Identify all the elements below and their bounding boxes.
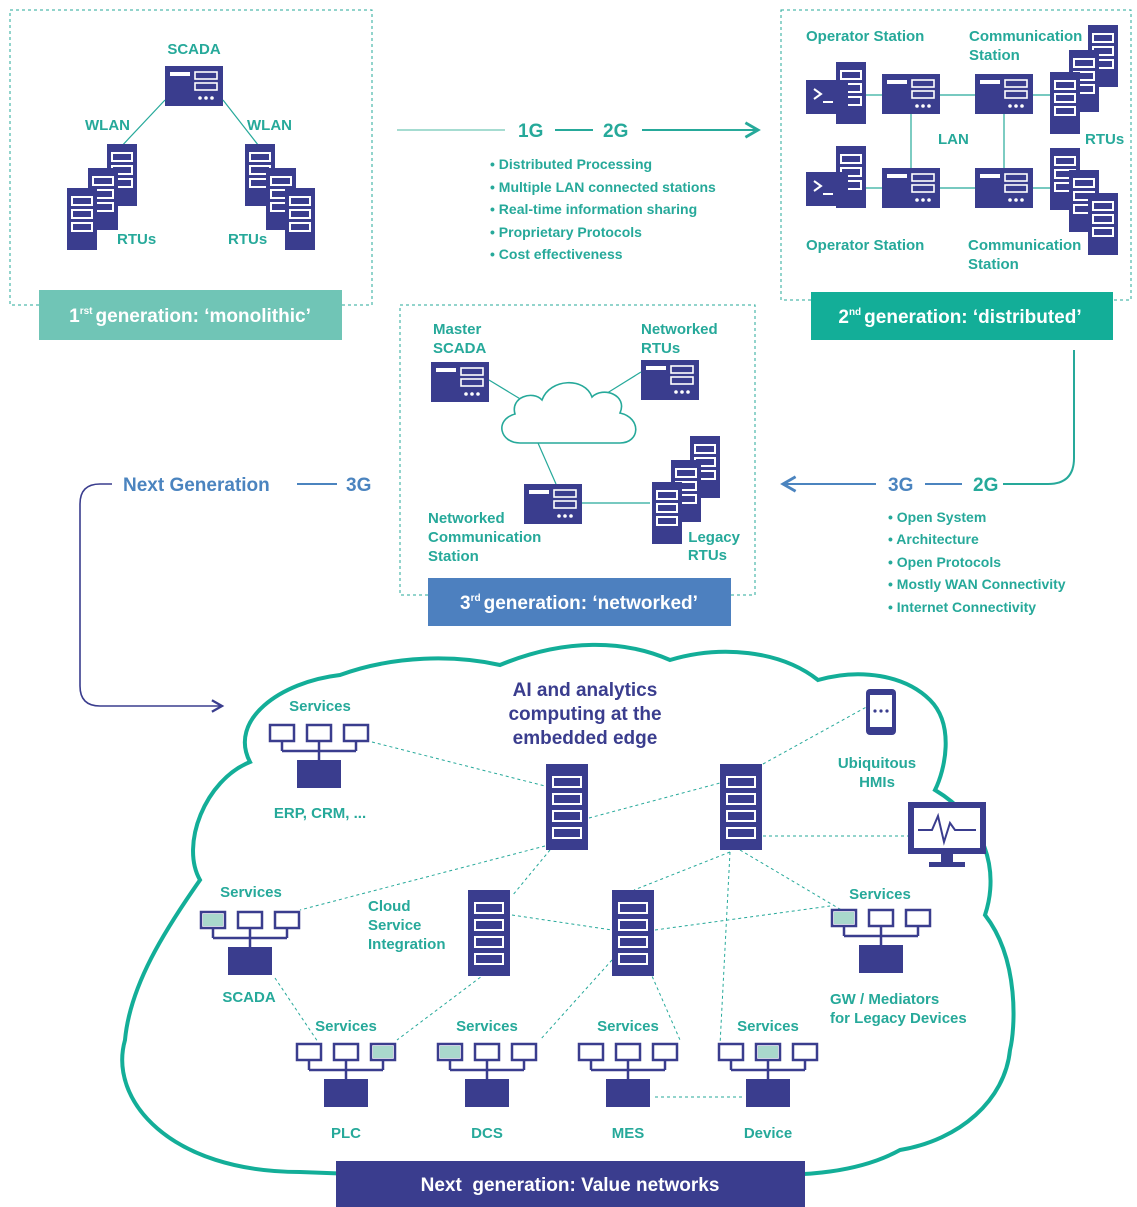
gen1-wlan-left: WLAN [85,117,130,134]
device-label: Device [744,1125,792,1142]
bullet-2g3g-5: • Internet Connectivity [888,599,1036,615]
gen2-operator-bottom-terminal-icon [805,171,849,207]
gen1-rtus-right: RTUs [228,231,267,248]
next-generation-label: Next Generation [123,475,270,496]
monitor-heartbeat-icon [908,802,986,867]
transition-2g-3g: 2G 3G • Open System • Architecture • Ope… [780,350,1075,615]
bullet-1g2g-3: • Real-time information sharing [490,201,697,217]
gen3-net-comm-icon [523,483,583,525]
gen1-scada-label: SCADA [167,41,221,58]
gen3-master-scada-icon [430,361,490,403]
next-generation-arrow: Next Generation 3G [79,475,371,713]
transition-2g-label: 2G [603,121,628,142]
svc-device-label: Services [737,1018,799,1035]
edge-server-1-icon [545,763,589,851]
edge-server-4-icon [611,889,655,977]
edge-server-3-icon [467,889,511,977]
bullet-2g3g-2: • Architecture [888,531,979,547]
svc-dcs-label: Services [456,1018,518,1035]
gen1-rtus-left: RTUs [117,231,156,248]
gen2-rack-top-left-icon [881,73,941,115]
next-gen-band-title: Next generation: Value networks [421,1175,720,1196]
gen2-operator-top-terminal-icon [805,79,849,115]
transition-2g-label-b: 2G [973,475,998,496]
edge-server-2-icon [719,763,763,851]
svc-plc-label: Services [315,1018,377,1035]
svc-erp-label: Services [289,698,351,715]
gen3-cloud-icon [501,381,637,444]
gen2-operator-top: Operator Station [806,28,924,45]
svc-mes-label: Services [597,1018,659,1035]
gen2-lan: LAN [938,131,969,148]
next-generation-3g: 3G [346,475,371,496]
bullet-2g3g-4: • Mostly WAN Connectivity [888,576,1066,592]
gen3-net-rtus-icon [640,359,700,401]
scada-node-label: SCADA [222,989,276,1006]
bullet-1g2g-5: • Cost effectiveness [490,246,623,262]
gen2-rack-bottom-right-icon [974,167,1034,209]
gen1-scada-server-icon [164,65,224,107]
bullet-1g2g-2: • Multiple LAN connected stations [490,179,716,195]
bullet-1g2g-1: • Distributed Processing [490,156,652,172]
svc-gw-label: Services [849,886,911,903]
gen3-legacy-rtu-icon [651,435,721,545]
gen1-wlan-right: WLAN [247,117,292,134]
transition-1g-2g: 1G 2G • Distributed Processing • Multipl… [397,121,761,262]
gen2-rack-top-right-icon [974,73,1034,115]
svc-scada-label: Services [220,884,282,901]
gen2-rack-bottom-left-icon [881,167,941,209]
next-gen-dashed-links [274,704,910,1098]
dcs-label: DCS [471,1125,503,1142]
erp-label: ERP, CRM, ... [274,805,366,822]
gen2-rtus: RTUs [1085,131,1124,148]
transition-1g-label: 1G [518,121,543,142]
plc-label: PLC [331,1125,361,1142]
mes-label: MES [612,1125,645,1142]
transition-3g-label-b: 3G [888,475,913,496]
bullet-1g2g-4: • Proprietary Protocols [490,224,642,240]
gen2-operator-bottom: Operator Station [806,237,924,254]
bullet-2g3g-1: • Open System [888,509,986,525]
tablet-icon [866,689,896,735]
bullet-2g3g-3: • Open Protocols [888,554,1001,570]
